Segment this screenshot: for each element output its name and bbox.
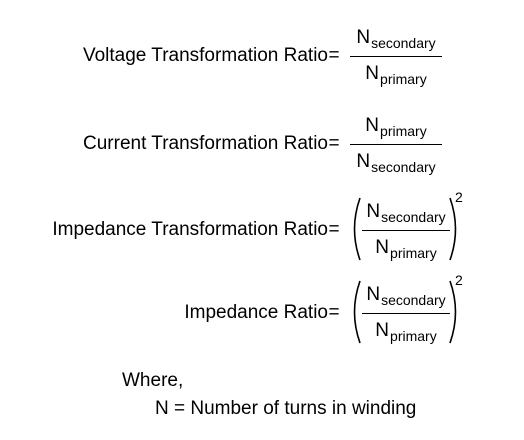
current-ratio-formula: Current Transformation Ratio = Nprimary … bbox=[0, 88, 524, 188]
impedance-ratio-label: Impedance Ratio bbox=[184, 302, 328, 323]
impedance-transformation-label: Impedance Transformation Ratio bbox=[52, 219, 328, 240]
denominator: Nprimary bbox=[365, 63, 427, 87]
voltage-ratio-formula: Voltage Transformation Ratio = Nsecondar… bbox=[0, 0, 524, 100]
voltage-ratio-label: Voltage Transformation Ratio bbox=[82, 45, 328, 66]
left-parenthesis bbox=[353, 280, 361, 344]
exponent: 2 bbox=[455, 189, 463, 205]
definition-text: N = Number of turns in winding bbox=[155, 398, 417, 419]
impedance-transformation-formula: Impedance Transformation Ratio = Nsecond… bbox=[0, 190, 524, 270]
impedance-transformation-fraction: Nsecondary Nprimary bbox=[362, 196, 450, 262]
numerator: Nsecondary bbox=[366, 201, 446, 225]
where-label: Where, bbox=[122, 370, 184, 391]
denominator: Nsecondary bbox=[356, 151, 436, 175]
equals-sign: = bbox=[328, 133, 340, 154]
current-ratio-fraction: Nprimary Nsecondary bbox=[350, 112, 442, 176]
current-ratio-label: Current Transformation Ratio bbox=[83, 133, 328, 154]
impedance-ratio-formula: Impedance Ratio = Nsecondary Nprimary 2 bbox=[0, 273, 524, 353]
equals-sign: = bbox=[328, 302, 340, 323]
denominator: Nprimary bbox=[375, 237, 437, 261]
impedance-ratio-fraction: Nsecondary Nprimary bbox=[362, 279, 450, 345]
equals-sign: = bbox=[328, 45, 340, 66]
fraction-bar bbox=[362, 230, 450, 231]
fraction-bar bbox=[350, 144, 442, 145]
voltage-ratio-fraction: Nsecondary Nprimary bbox=[350, 24, 442, 88]
fraction-bar bbox=[362, 313, 450, 314]
denominator: Nprimary bbox=[375, 320, 437, 344]
right-parenthesis bbox=[449, 280, 457, 344]
numerator: Nsecondary bbox=[356, 27, 436, 51]
numerator: Nsecondary bbox=[366, 284, 446, 308]
numerator: Nprimary bbox=[365, 115, 427, 139]
equals-sign: = bbox=[328, 219, 340, 240]
left-parenthesis bbox=[353, 197, 361, 261]
exponent: 2 bbox=[455, 272, 463, 288]
fraction-bar bbox=[350, 56, 442, 57]
right-parenthesis bbox=[449, 197, 457, 261]
